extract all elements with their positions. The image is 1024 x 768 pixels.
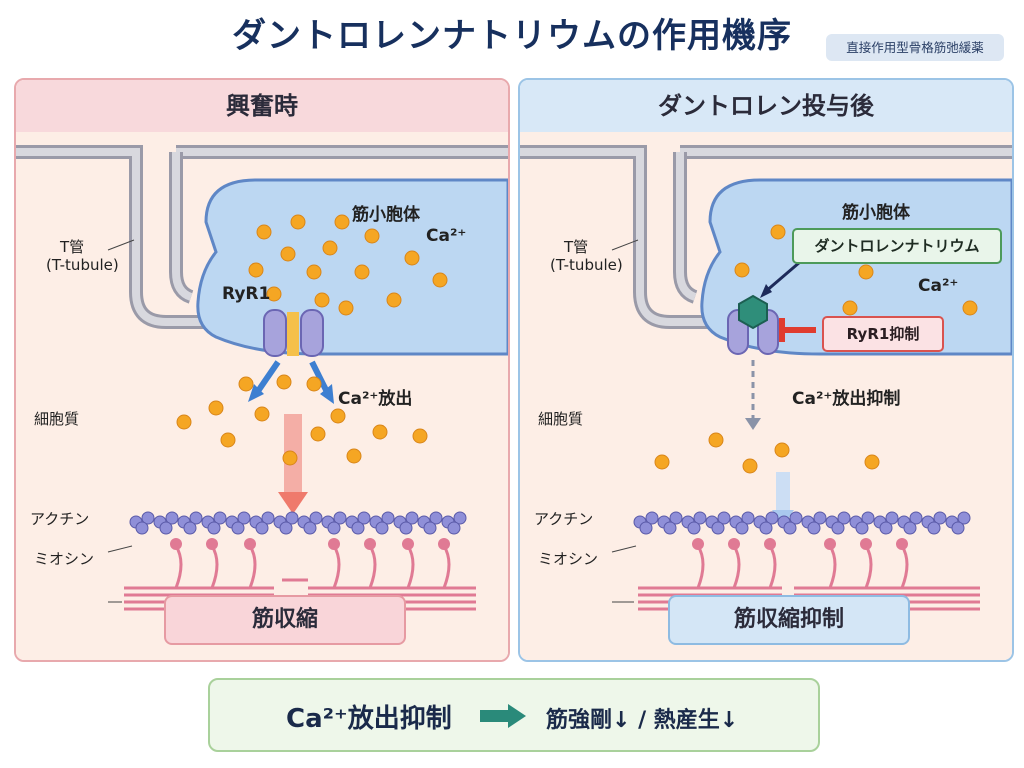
summary-effect: 筋強剛↓ / 熱産生↓ xyxy=(546,708,739,733)
excitation-panel: 興奮時 xyxy=(14,78,510,662)
summary-cause: Ca²⁺放出抑制 xyxy=(286,704,452,734)
dantrolene-diagram xyxy=(520,132,1012,660)
sr-label: 筋小胞体 xyxy=(352,205,420,225)
ryr1-inhibition-label: RyR1抑制 xyxy=(822,316,944,352)
ryr1-channel-blocked xyxy=(727,294,779,355)
calcium-label: Ca²⁺ xyxy=(918,276,959,296)
calcium-release-label: Ca²⁺放出 xyxy=(338,389,413,409)
dantrolene-panel: ダントロレン投与後 xyxy=(518,78,1014,662)
actin-label: アクチン xyxy=(30,510,90,528)
dantrolene-label: ダントロレンナトリウム xyxy=(792,228,1002,264)
ryr1-channel xyxy=(263,309,324,357)
right-arrow-icon xyxy=(480,704,526,728)
actin-filament xyxy=(129,511,467,535)
calcium-ions xyxy=(654,224,978,474)
calcium-ions xyxy=(176,214,448,466)
drug-class-tag: 直接作用型骨格筋弛緩薬 xyxy=(826,34,1004,61)
dantrolene-molecule xyxy=(738,294,768,330)
t-tubule-en-label: (T-tubule) xyxy=(550,256,623,274)
contraction-inhibition-result: 筋収縮抑制 xyxy=(668,595,910,645)
actin-filament xyxy=(633,511,971,535)
cytoplasm-label: 細胞質 xyxy=(34,410,80,428)
dantrolene-heading: ダントロレン投与後 xyxy=(520,80,1012,132)
t-tubule-label: T管 xyxy=(564,238,589,256)
summary-box: Ca²⁺放出抑制 筋強剛↓ / 熱産生↓ xyxy=(208,678,820,752)
t-tubule-label: T管 xyxy=(60,238,85,256)
calcium-release-inhibition-label: Ca²⁺放出抑制 xyxy=(792,389,901,409)
muscle-contraction-result: 筋収縮 xyxy=(164,595,406,645)
actin-label: アクチン xyxy=(534,510,594,528)
cytoplasm-label: 細胞質 xyxy=(538,410,584,428)
page-title: ダントロレンナトリウムの作用機序 xyxy=(232,16,792,56)
myosin-label: ミオシン xyxy=(538,550,599,568)
excitation-heading: 興奮時 xyxy=(16,80,508,132)
myosin-label: ミオシン xyxy=(34,550,95,568)
calcium-label: Ca²⁺ xyxy=(426,226,467,246)
excitation-diagram xyxy=(16,132,508,660)
myosin-heads xyxy=(692,538,908,550)
t-tubule-en-label: (T-tubule) xyxy=(46,256,119,274)
ryr1-label: RyR1 xyxy=(222,284,271,304)
myosin-heads xyxy=(170,538,450,550)
sr-label: 筋小胞体 xyxy=(842,203,910,223)
